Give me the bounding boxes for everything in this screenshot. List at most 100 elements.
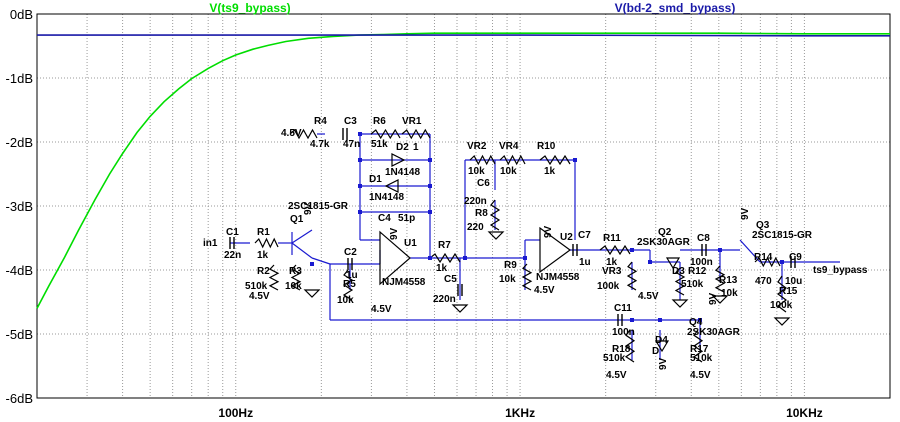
schematic-label: D3 [672, 266, 685, 277]
resistor-symbol [521, 263, 533, 291]
schematic-label: 2SK30AGR [637, 237, 691, 248]
schematic-label: 510k [681, 279, 704, 290]
supply-label: 9V [303, 202, 314, 215]
resistor-symbol [754, 256, 781, 268]
schematic-wire [291, 229, 313, 244]
schematic-label: 1u [346, 270, 358, 281]
schematic-label: R14 [754, 252, 773, 263]
schematic-label: C4 [378, 213, 391, 224]
schematic-label: C5 [444, 274, 457, 285]
schematic-label: 100k [770, 300, 793, 311]
ground-symbol [671, 299, 689, 308]
resistor-symbol [342, 269, 354, 301]
schematic-label: Q3 [756, 220, 770, 231]
schematic-label: D4 [655, 335, 668, 346]
schematic-label: 510k [690, 353, 713, 364]
junction-dot [658, 318, 662, 322]
resistor-symbol [469, 154, 496, 166]
resistor-symbol [539, 154, 571, 166]
schematic-label: 4.5V [534, 285, 555, 296]
supply-label: 9V [543, 225, 554, 238]
schematic-label: 4.5V [690, 370, 711, 381]
diode-symbol [654, 340, 670, 353]
schematic-label: R11 [603, 233, 621, 244]
schematic-label: NJM4558 [536, 272, 580, 283]
schematic-label: 4.5V [281, 128, 302, 139]
schematic-label: VR4 [499, 141, 519, 152]
diode-symbol [391, 153, 406, 167]
schematic-label: VR2 [467, 141, 487, 152]
schematic-label: ts9_bypass [813, 265, 868, 276]
junction-dot [358, 158, 362, 162]
x-tick-label: 10KHz [786, 406, 823, 420]
junction-dot [428, 184, 432, 188]
schematic-label: 2SC1815-GR [752, 230, 813, 241]
schematic-label: U2 [560, 232, 573, 243]
resistor-symbol [289, 128, 318, 140]
junction-dot [780, 260, 784, 264]
schematic-label: 510k [245, 281, 268, 292]
schematic-label: R18 [612, 344, 631, 355]
series-line-bd2-smd-bypass [37, 34, 890, 37]
schematic-label: 51k [371, 139, 388, 150]
schematic-label: R2 [257, 266, 270, 277]
schematic-wire [311, 257, 331, 265]
schematic-label: C6 [477, 178, 490, 189]
schematic-label: Q2 [658, 227, 672, 238]
resistor-symbol [290, 264, 302, 291]
resistor-symbol [626, 261, 638, 291]
junction-dot [358, 132, 362, 136]
schematic-wire [739, 239, 761, 263]
schematic-label: R5 [343, 279, 356, 290]
junction-dot [428, 256, 432, 260]
ground-symbol [303, 289, 321, 298]
schematic-label: 10k [337, 295, 354, 306]
resistor-symbol [489, 199, 501, 231]
supply-label: 9V [740, 207, 751, 220]
legend-label: V(ts9_bypass) [209, 1, 290, 15]
y-tick-label: -4dB [6, 263, 33, 278]
legend-label: V(bd-2_smd_bypass) [615, 1, 736, 15]
schematic-label: D [652, 346, 659, 357]
schematic-label: 10k [285, 281, 302, 292]
junction-dot [648, 260, 652, 264]
schematic-label: 2SC1815-GR [288, 201, 349, 212]
x-tick-label: 1KHz [505, 406, 535, 420]
schematic-label: C11 [614, 303, 632, 314]
schematic-label: VR3 [602, 266, 622, 277]
schematic-label: 10k [500, 166, 517, 177]
schematic-label: 4.5V [249, 291, 270, 302]
ground-symbol [487, 231, 505, 240]
junction-dot [463, 256, 467, 260]
junction-dot [358, 184, 362, 188]
opamp-symbol [379, 230, 411, 286]
junction-dot [428, 158, 432, 162]
junction-dot [358, 210, 362, 214]
schematic-label: 47n [343, 139, 360, 150]
schematic-label: R10 [537, 141, 556, 152]
series-line-ts9-bypass [36, 32, 890, 309]
schematic-label: 10k [721, 288, 738, 299]
schematic-label: Q4 [689, 317, 703, 328]
schematic-label: 22n [224, 250, 241, 261]
junction-dot [698, 318, 702, 322]
schematic-label: R1 [257, 227, 270, 238]
schematic-label: 51p [398, 213, 415, 224]
schematic-label: 1k [544, 166, 556, 177]
schematic-label: Q1 [290, 214, 304, 225]
schematic-label: C3 [344, 116, 357, 127]
schematic-label: 1u [579, 257, 591, 268]
junction-dot [523, 256, 527, 260]
schematic-label: 1N4148 [385, 167, 420, 178]
junction-dot [630, 248, 634, 252]
schematic-label: NJM4558 [382, 277, 426, 288]
schematic-label: 100k [597, 281, 620, 292]
schematic-label: R4 [314, 116, 327, 127]
schematic-label: in1 [203, 238, 218, 249]
schematic-label: 100n [612, 327, 635, 338]
schematic-label: 10u [785, 276, 802, 287]
schematic-label: R7 [438, 240, 451, 251]
